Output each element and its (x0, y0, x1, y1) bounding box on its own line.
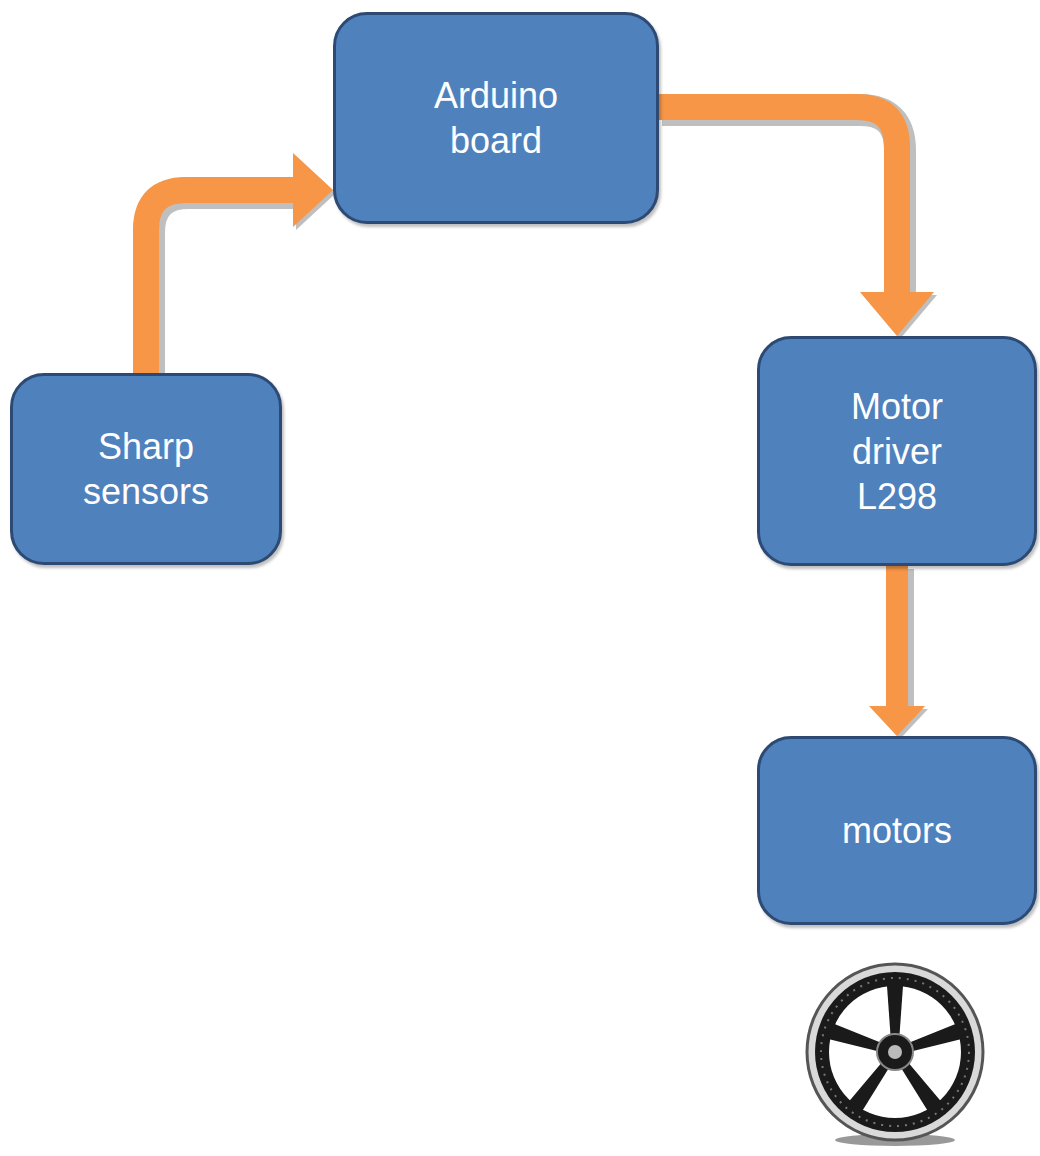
flow-arrow (146, 153, 336, 376)
process-box: Motor driver L298 (757, 336, 1037, 566)
wheel-spoke (828, 1023, 881, 1051)
process-box: Sharp sensors (10, 373, 282, 565)
wheel-spoke (849, 1062, 890, 1112)
wheel-spoke (901, 1062, 942, 1112)
flow-arrow (869, 566, 928, 739)
process-box: motors (757, 736, 1037, 925)
wheel-spoke (887, 985, 903, 1037)
box-label: Motor driver L298 (822, 384, 972, 519)
box-label: Sharp sensors (61, 424, 231, 514)
process-box: Arduino board (333, 12, 659, 224)
box-label: motors (842, 808, 952, 853)
box-label: Arduino board (411, 73, 581, 163)
wheel-spoke (908, 1023, 961, 1051)
flow-arrow (659, 107, 937, 339)
